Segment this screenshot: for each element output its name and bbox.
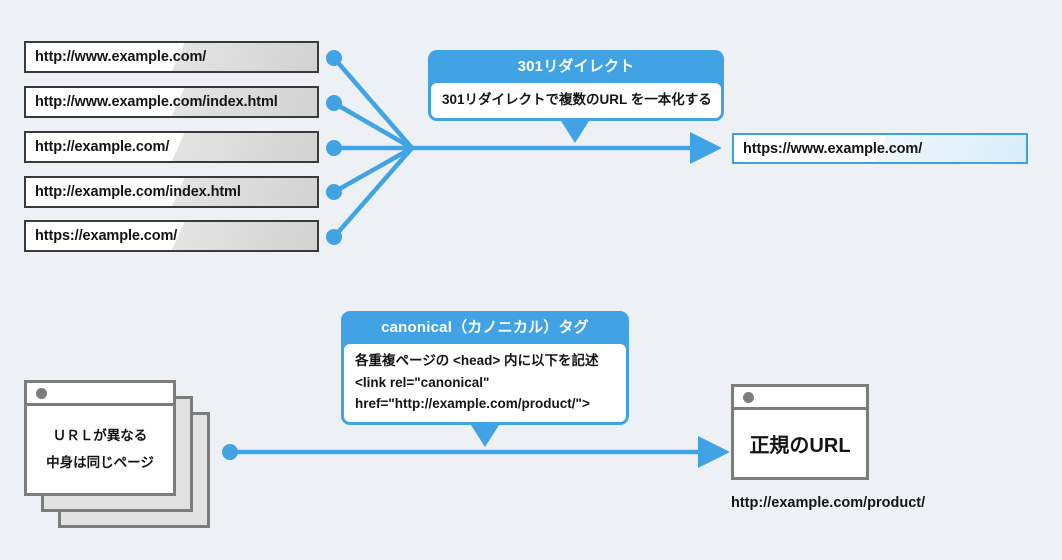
source-url-box-1[interactable]: http://www.example.com/ [24,41,319,73]
canonical-callout-line-2: <link rel="canonical" [355,374,490,390]
source-url-label-2: http://www.example.com/index.html [35,94,278,110]
connector-dot-2 [326,95,342,111]
source-url-box-2[interactable]: http://www.example.com/index.html [24,86,319,118]
target-url-label: https://www.example.com/ [743,140,923,157]
duplicate-pages-line-1: ＵＲＬが異なる [52,428,148,444]
target-url-box[interactable]: https://www.example.com/ [732,133,1028,164]
canonical-url-window[interactable]: 正規のURL [731,384,869,480]
duplicate-pages-window[interactable]: ＵＲＬが異なる 中身は同じページ [24,380,176,496]
connector-dot-bottom [222,444,238,460]
canonical-callout-line-3: href="http://example.com/product/"> [355,396,590,412]
canonical-url-body: 正規のURL [731,410,869,480]
duplicate-pages-line-2: 中身は同じページ [46,454,154,470]
canonical-url-titlebar [731,384,869,410]
connector-dot-3 [326,140,342,156]
redirect-callout-body: 301リダイレクトで複数のURL を一本化する [431,82,721,118]
source-url-label-5: https://example.com/ [35,228,178,244]
redirect-callout-pointer [561,120,589,143]
connector-dot-4 [326,184,342,200]
source-url-box-4[interactable]: http://example.com/index.html [24,176,319,208]
connector-line-2 [331,100,415,151]
source-url-label-4: http://example.com/index.html [35,184,241,200]
source-url-label-1: http://www.example.com/ [35,49,207,65]
arrowhead-bottom [698,436,730,468]
redirect-callout-line-1: 301リダイレクトで複数のURL を一本化する [442,91,712,107]
window-dot-icon [743,391,754,403]
connector-line-4 [331,145,415,195]
canonical-callout-pointer [471,425,499,448]
connector-dot-5 [326,229,342,245]
connector-line-1 [331,55,415,151]
connector-line-5 [331,145,415,240]
connector-dots [326,50,342,245]
canonical-url-caption-text: http://example.com/product/ [731,495,926,511]
canonical-url-caption: http://example.com/product/ [731,495,925,511]
connector-dot-1 [326,50,342,66]
canonical-callout-body: 各重複ページの <head> 内に以下を記述 <link rel="canoni… [344,343,626,423]
canonical-callout: canonical（カノニカル）タグ 各重複ページの <head> 内に以下を記… [341,311,629,448]
source-url-box-3[interactable]: http://example.com/ [24,131,319,163]
canonical-callout-line-1: 各重複ページの <head> 内に以下を記述 [355,352,599,368]
canonical-url-line-1: 正規のURL [749,435,851,457]
source-url-label-3: http://example.com/ [35,139,170,155]
window-dot-icon [36,387,47,399]
redirect-callout: 301リダイレクト 301リダイレクトで複数のURL を一本化する [428,50,724,143]
arrowhead-top [690,132,722,164]
duplicate-pages-titlebar [24,380,176,406]
redirect-callout-title: 301リダイレクト [517,58,635,75]
duplicate-pages-body: ＵＲＬが異なる 中身は同じページ [24,406,176,496]
source-url-box-5[interactable]: https://example.com/ [24,220,319,252]
canonical-callout-title: canonical（カノニカル）タグ [381,319,589,336]
